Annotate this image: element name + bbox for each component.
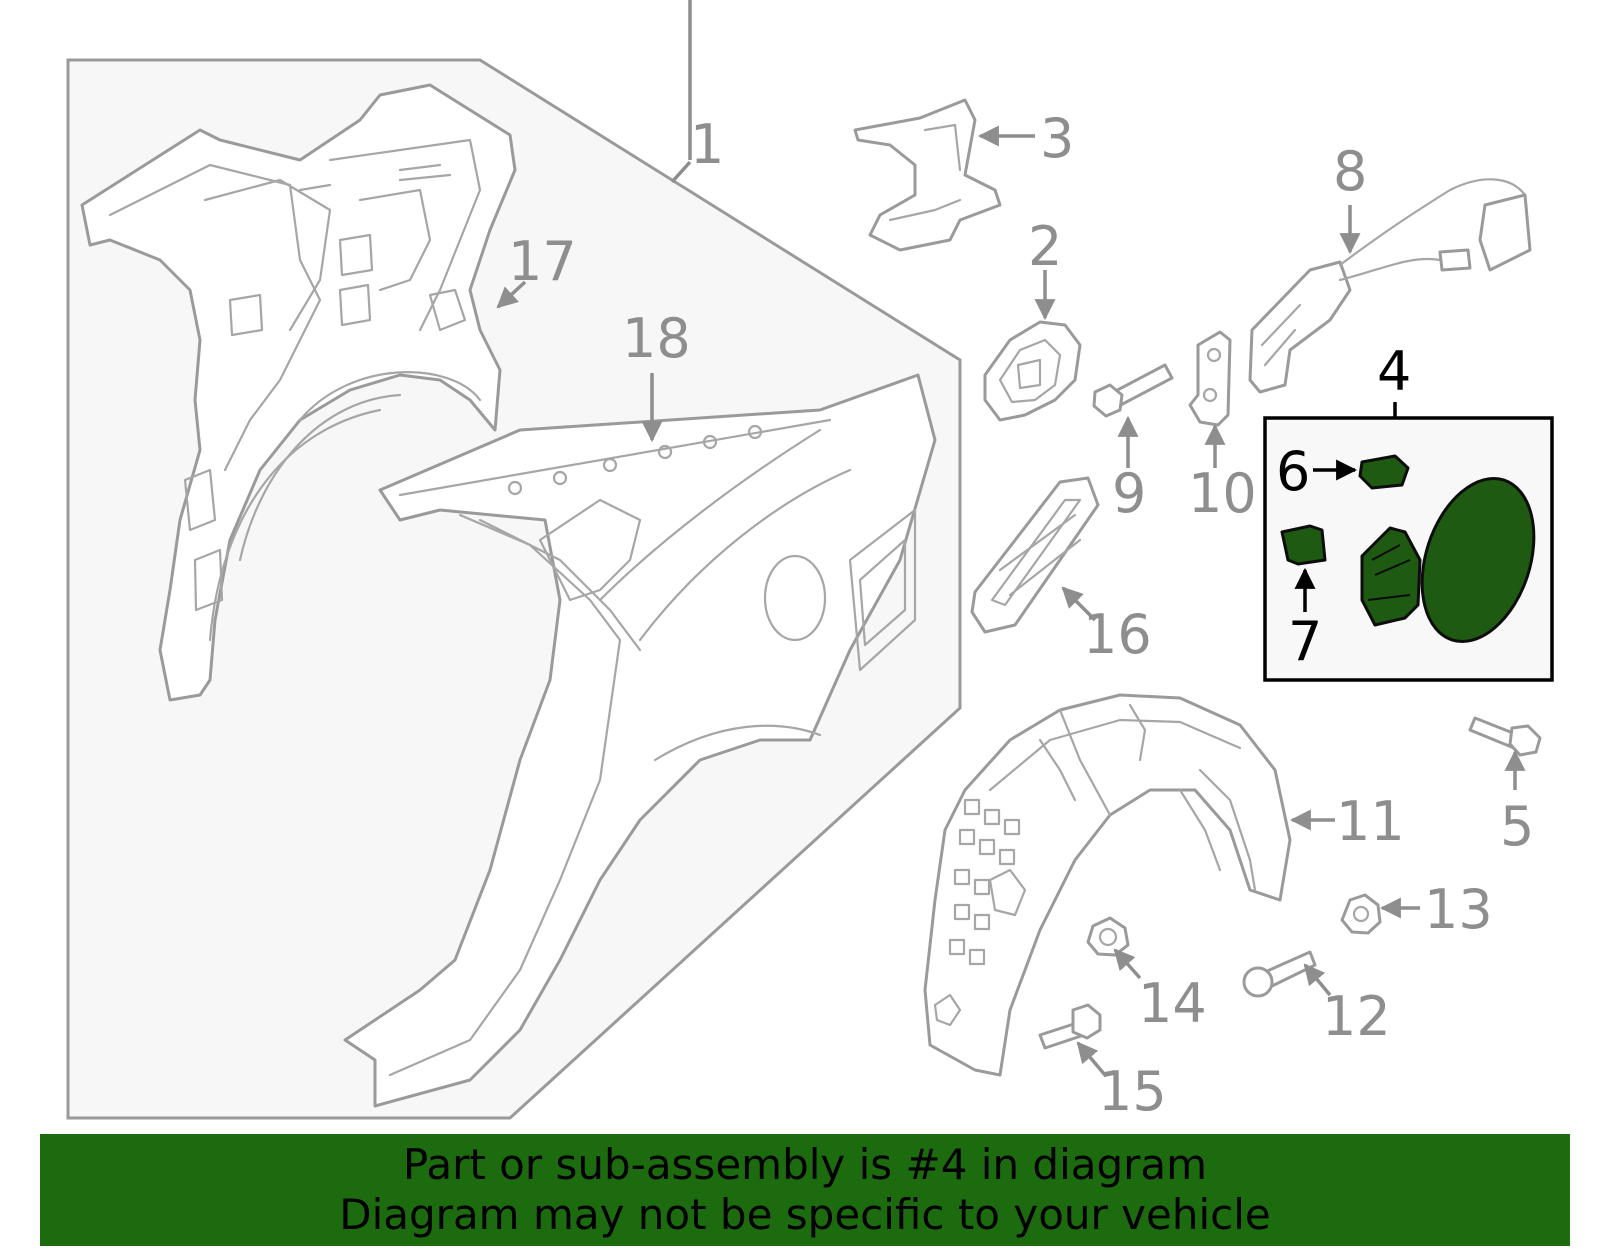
part-10-bracket bbox=[1188, 330, 1232, 427]
banner-line-2: Diagram may not be specific to your vehi… bbox=[339, 1190, 1271, 1239]
leader-lines bbox=[496, 0, 1526, 1077]
callout-9: 9 bbox=[1112, 462, 1146, 525]
part-4-fuel-door-assembly bbox=[1280, 454, 1536, 643]
callout-2: 2 bbox=[1028, 215, 1062, 278]
part-3-bracket bbox=[853, 98, 1002, 252]
part-9-bolt bbox=[1092, 363, 1174, 418]
part-11-liner bbox=[923, 693, 1292, 1077]
part-13-nut bbox=[1340, 893, 1382, 935]
banner-line-1: Part or sub-assembly is #4 in diagram bbox=[402, 1140, 1208, 1189]
part-15-bolt bbox=[1038, 1003, 1102, 1050]
callout-3: 3 bbox=[1040, 107, 1074, 170]
callout-8: 8 bbox=[1333, 140, 1367, 203]
callout-7: 7 bbox=[1288, 610, 1322, 673]
part-2-housing bbox=[983, 320, 1082, 422]
callout-14: 14 bbox=[1138, 972, 1207, 1035]
part-5-bolt bbox=[1468, 716, 1542, 757]
callout-10: 10 bbox=[1188, 462, 1257, 525]
callout-1: 1 bbox=[690, 113, 724, 176]
part-16-vent bbox=[970, 476, 1100, 634]
callout-13: 13 bbox=[1424, 878, 1493, 941]
part-14-clip bbox=[1086, 916, 1130, 957]
callout-16: 16 bbox=[1083, 603, 1152, 666]
callout-11: 11 bbox=[1336, 790, 1405, 853]
callout-12: 12 bbox=[1322, 985, 1391, 1048]
callout-18: 18 bbox=[622, 307, 691, 370]
callout-6: 6 bbox=[1276, 440, 1310, 503]
callout-15: 15 bbox=[1098, 1060, 1167, 1123]
part-12-screw bbox=[1242, 950, 1317, 998]
part-17-inner-wheelhouse bbox=[80, 83, 517, 702]
part-8-actuator-cable bbox=[1248, 178, 1532, 394]
callout-4: 4 bbox=[1377, 340, 1411, 403]
info-banner: Part or sub-assembly is #4 in diagram Di… bbox=[40, 1134, 1570, 1246]
part-18-quarter-panel bbox=[343, 373, 937, 1108]
callout-5: 5 bbox=[1500, 795, 1534, 858]
callout-17: 17 bbox=[508, 230, 577, 293]
